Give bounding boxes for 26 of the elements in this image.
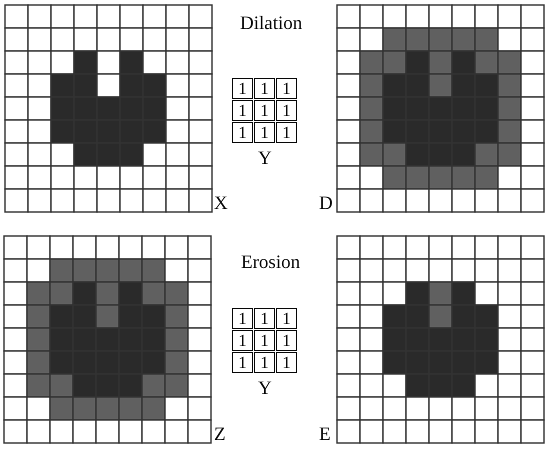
structuring-element-label: Y [258,149,272,169]
kernel-value: 1 [232,308,253,329]
kernel-value: 1 [232,352,253,373]
kernel-value: 1 [254,122,275,143]
image-label: D [319,194,333,214]
kernel-value: 1 [254,100,275,121]
kernel-value: 1 [232,78,253,99]
kernel-value: 1 [254,78,275,99]
operation-label: Erosion [241,253,300,273]
kernel-value: 1 [254,352,275,373]
image-label: E [319,425,331,445]
kernel-value: 1 [276,352,297,373]
kernel-value: 1 [276,100,297,121]
kernel-value: 1 [254,308,275,329]
structuring-element-label: Y [258,379,272,399]
image-label: X [214,194,228,214]
kernel-value: 1 [276,78,297,99]
kernel-value: 1 [276,330,297,351]
kernel-value: 1 [232,330,253,351]
image-label: Z [214,425,226,445]
operation-label: Dilation [240,14,302,34]
kernel-value: 1 [232,100,253,121]
kernel-value: 1 [276,122,297,143]
kernel-value: 1 [276,308,297,329]
kernel-value: 1 [254,330,275,351]
kernel-value: 1 [232,122,253,143]
